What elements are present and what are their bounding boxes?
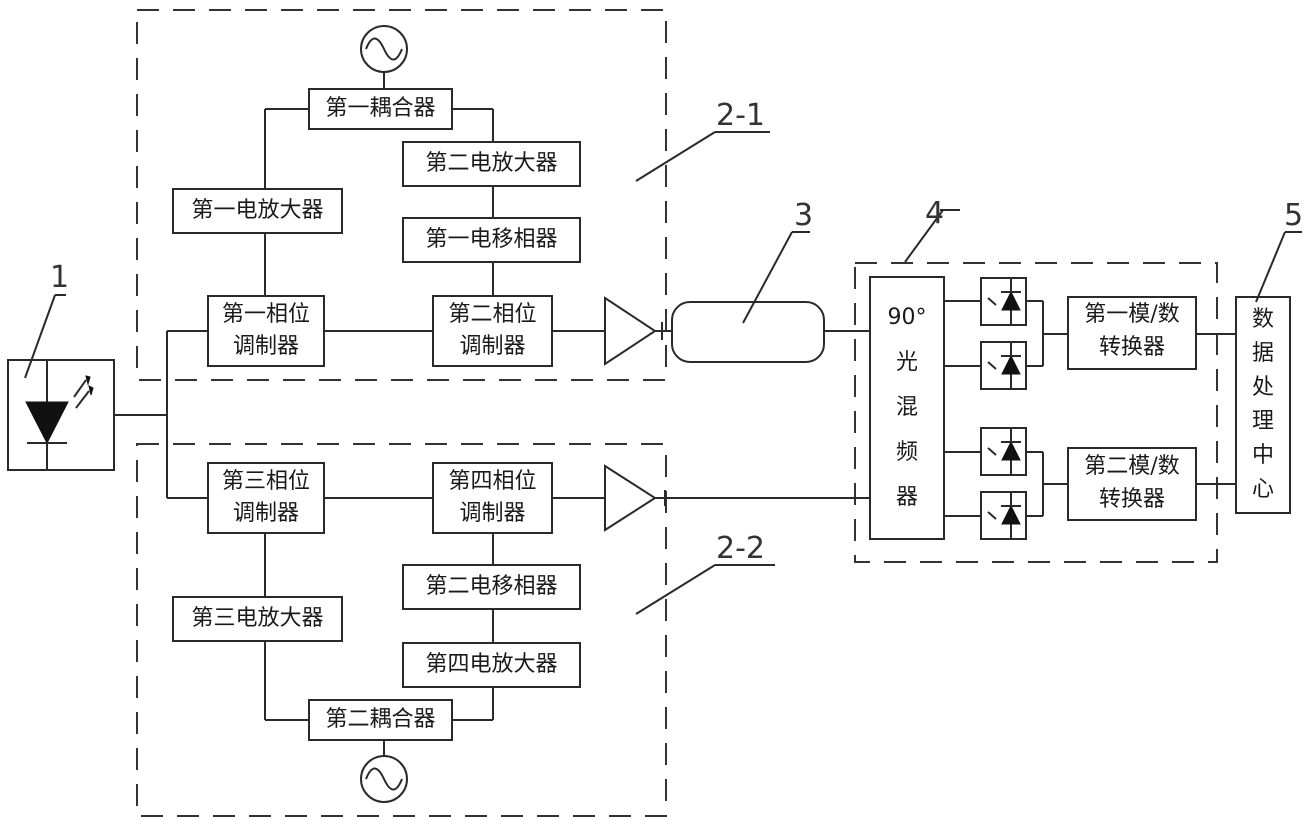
second-phase-shifter-label: 第二电移相器 — [425, 574, 558, 599]
first-phase-shifter-label: 第一电移相器 — [425, 227, 558, 252]
processor-label-char: 处 — [1251, 375, 1274, 400]
processor-label-char: 心 — [1251, 477, 1274, 502]
photodiode-icon — [980, 277, 1027, 326]
fourth-phase-modulator-line1: 第四相位 — [448, 469, 537, 494]
fourth-phase-modulator-line2: 调制器 — [459, 501, 526, 526]
ref-tag-upper-module: 2-1 — [716, 98, 765, 133]
photodiode-icon — [980, 341, 1027, 390]
hybrid-label-char: 混 — [895, 395, 918, 420]
sine-oscillator-icon — [360, 755, 408, 803]
hybrid-label-char: 频 — [895, 440, 918, 465]
first-adc-line1: 第一模/数 — [1084, 302, 1180, 327]
processor-label-char: 数 — [1251, 307, 1274, 332]
hybrid-label-char: 光 — [895, 350, 918, 375]
receiver-module-border — [854, 262, 1218, 563]
third-amplifier-label: 第三电放大器 — [191, 606, 324, 631]
hybrid-label-90: 90° — [887, 305, 927, 330]
processor-label-char: 中 — [1251, 443, 1274, 468]
photodiode-icon — [980, 427, 1027, 476]
second-phase-modulator-line2: 调制器 — [459, 334, 526, 359]
first-adc-line2: 转换器 — [1098, 335, 1165, 360]
third-phase-modulator-line2: 调制器 — [232, 501, 299, 526]
second-phase-modulator-line1: 第二相位 — [448, 302, 537, 327]
second-adc-line2: 转换器 — [1098, 487, 1165, 512]
first-coupler-label: 第一耦合器 — [325, 96, 436, 121]
hybrid-label-char: 器 — [895, 485, 918, 510]
fiber-spool — [671, 301, 825, 363]
leader-line-1 — [24, 294, 56, 379]
ref-tag-lower-module: 2-2 — [716, 531, 765, 566]
upper-module-border — [136, 9, 667, 381]
first-phase-modulator-line2: 调制器 — [232, 334, 299, 359]
optical-amplifier-icon — [604, 464, 657, 532]
lower-module-border — [136, 443, 667, 817]
processor-label-char: 理 — [1251, 409, 1274, 434]
fourth-amplifier-label: 第四电放大器 — [425, 652, 558, 677]
second-amplifier-label: 第二电放大器 — [425, 151, 558, 176]
first-amplifier-label: 第一电放大器 — [191, 198, 324, 223]
sine-oscillator-icon — [360, 25, 408, 73]
first-phase-modulator-line1: 第一相位 — [221, 302, 310, 327]
ref-tag-receiver: 4 — [925, 196, 945, 231]
second-coupler-label: 第二耦合器 — [325, 707, 436, 732]
third-phase-modulator-line1: 第三相位 — [221, 469, 310, 494]
second-adc-line1: 第二模/数 — [1084, 454, 1180, 479]
laser-diode-icon — [7, 359, 115, 471]
ref-tag-processor: 5 — [1284, 198, 1304, 233]
ref-tag-laser: 1 — [50, 260, 70, 295]
photodiode-icon — [980, 491, 1027, 540]
ref-tag-fiber: 3 — [794, 198, 814, 233]
optical-amplifier-icon — [604, 296, 657, 366]
processor-label-char: 据 — [1251, 341, 1274, 366]
